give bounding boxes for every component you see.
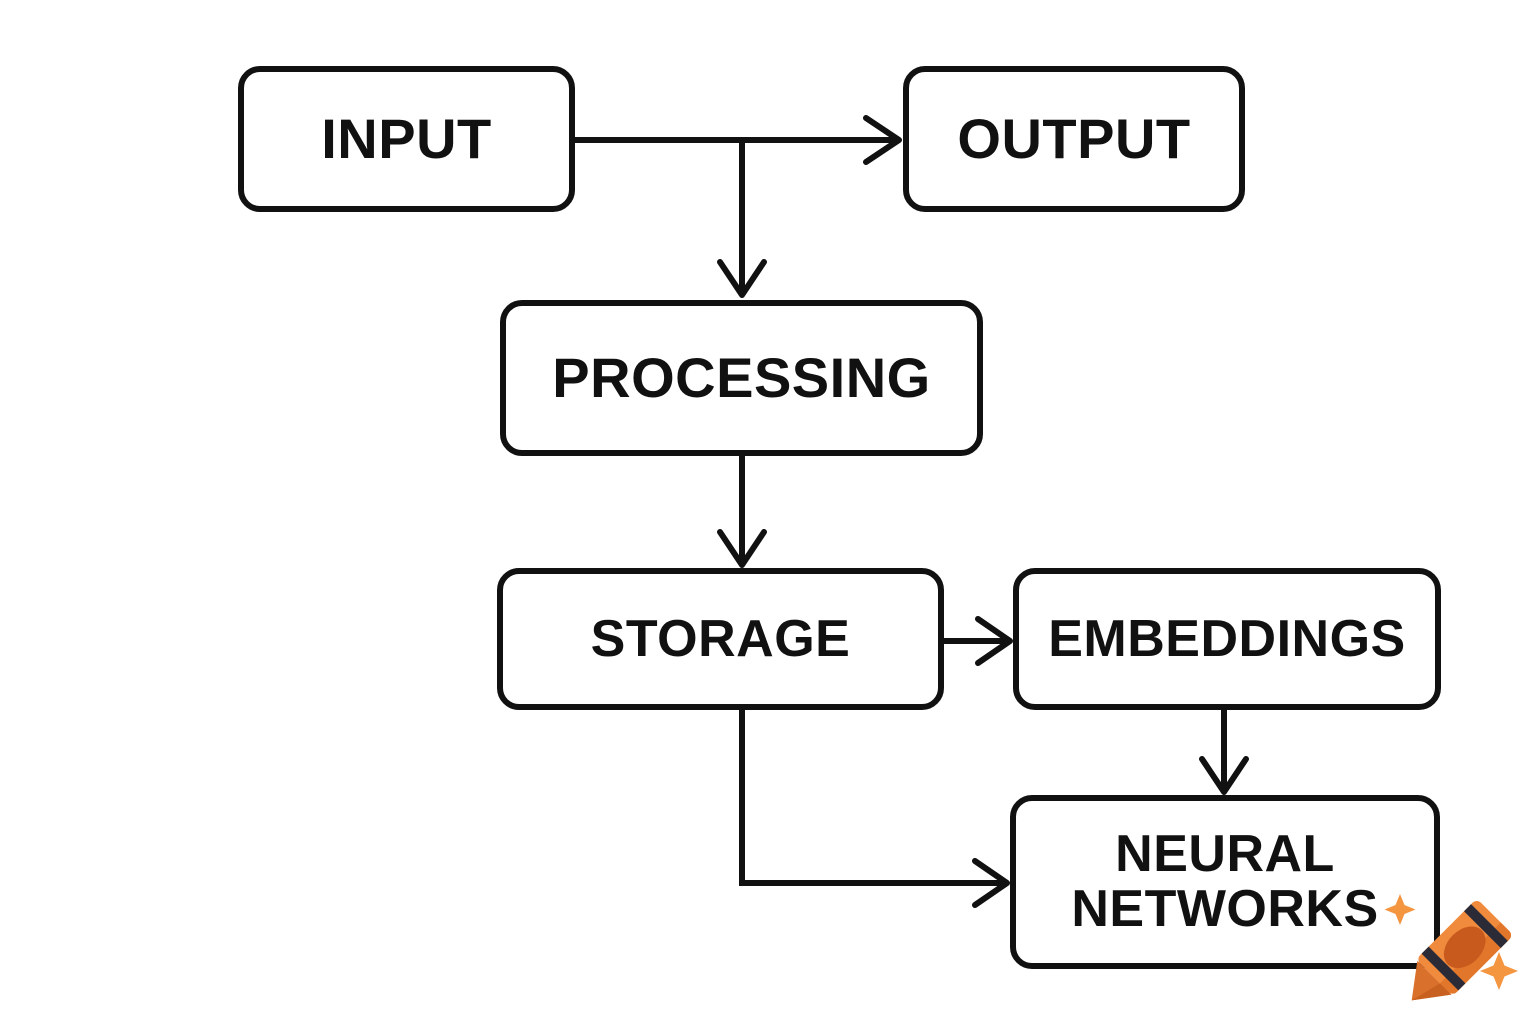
edge-storage-to-neural xyxy=(739,710,1010,908)
node-embeddings[interactable]: EMBEDDINGS xyxy=(1013,568,1441,710)
node-embeddings-label: EMBEDDINGS xyxy=(1048,609,1406,668)
node-output[interactable]: OUTPUT xyxy=(903,66,1245,212)
edge-storage-to-embeddings xyxy=(944,616,1013,666)
node-processing[interactable]: PROCESSING xyxy=(500,300,983,456)
edge-embeddings-to-neural xyxy=(1199,710,1249,795)
node-neural-label: NEURAL NETWORKS xyxy=(1071,825,1379,938)
node-storage-label: STORAGE xyxy=(590,609,851,668)
edge-processing-to-storage xyxy=(717,456,767,568)
node-processing-label: PROCESSING xyxy=(552,345,931,409)
node-input[interactable]: INPUT xyxy=(238,66,575,212)
node-neural[interactable]: NEURAL NETWORKS xyxy=(1010,795,1440,969)
node-storage[interactable]: STORAGE xyxy=(497,568,944,710)
node-output-label: OUTPUT xyxy=(957,106,1191,170)
edge-input-to-output xyxy=(575,115,902,165)
node-input-label: INPUT xyxy=(321,106,492,170)
edge-input-to-processing xyxy=(717,140,767,298)
